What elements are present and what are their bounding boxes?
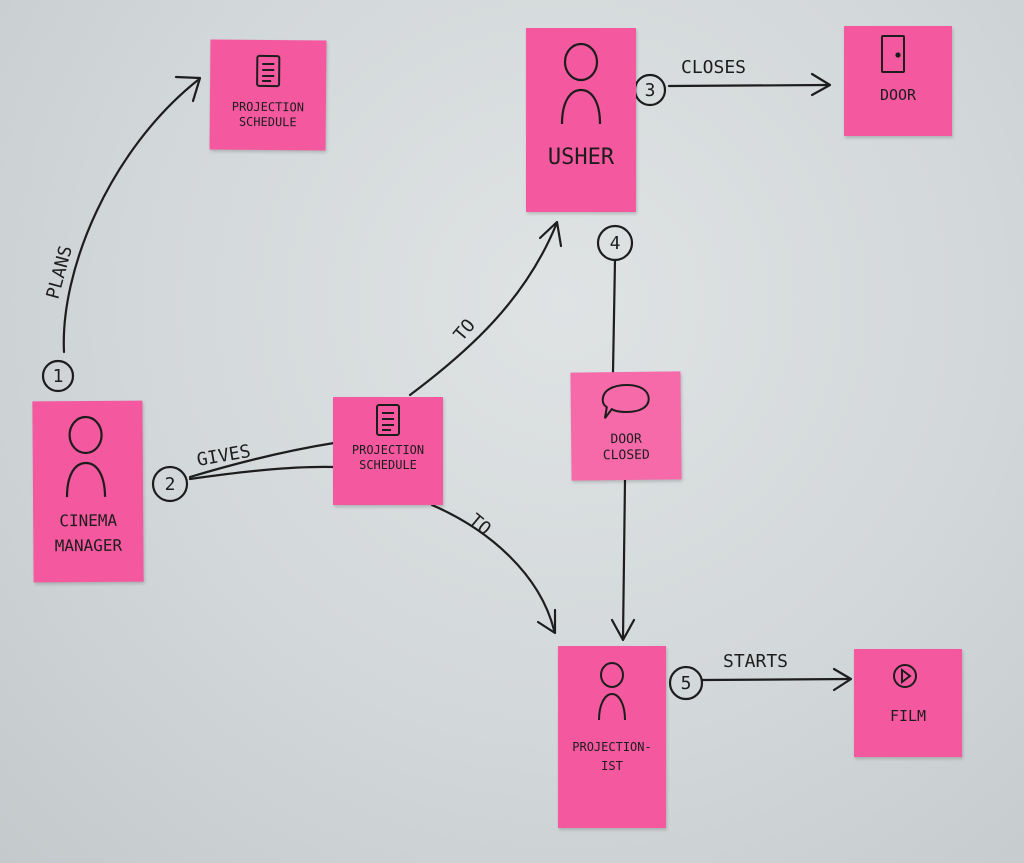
edge-label-to-projectionist: TO xyxy=(465,510,495,540)
step-circle-4 xyxy=(596,224,634,262)
person-icon xyxy=(598,662,626,721)
edge-label-closes: CLOSES xyxy=(681,57,746,78)
note-label: PROJECTION SCHEDULE xyxy=(351,443,425,472)
edge-label-plans: PLANS xyxy=(43,244,77,302)
edge-closes xyxy=(667,83,830,88)
edge-event-projectionist xyxy=(621,478,627,640)
arrowhead-plans xyxy=(174,75,202,103)
note-projectionist: PROJECTION- IST xyxy=(558,646,666,828)
step-circle-5 xyxy=(668,665,704,701)
note-projection-schedule-top: PROJECTION SCHEDULE xyxy=(209,39,327,151)
step-number-4: 4 xyxy=(610,233,621,254)
document-icon xyxy=(376,404,400,436)
step-number-2: 2 xyxy=(165,474,176,495)
door-icon xyxy=(881,35,905,73)
note-label: PROJECTION SCHEDULE xyxy=(231,99,305,130)
step-number-3: 3 xyxy=(645,80,656,101)
note-label: PROJECTION- IST xyxy=(572,740,652,774)
arrowhead-to-usher xyxy=(538,220,563,248)
step-circle-1 xyxy=(41,359,75,393)
note-projection-schedule-middle: PROJECTION SCHEDULE xyxy=(333,397,443,505)
person-icon xyxy=(560,42,602,125)
edge-label-gives: GIVES xyxy=(195,441,252,471)
note-label: USHER xyxy=(547,145,615,170)
note-door-closed: DOOR CLOSED xyxy=(570,371,682,481)
note-label: FILM xyxy=(889,707,927,725)
step-circle-2 xyxy=(151,465,189,503)
step-number-5: 5 xyxy=(681,673,692,694)
edge-to-usher xyxy=(408,223,558,397)
document-icon xyxy=(256,54,281,88)
edge-plans xyxy=(62,78,200,354)
edge-label-starts: STARTS xyxy=(723,651,788,672)
edge-to-projectionist xyxy=(430,503,556,632)
speech-bubble-icon xyxy=(601,383,650,419)
person-icon xyxy=(65,415,107,498)
play-icon xyxy=(893,664,917,688)
note-label: DOOR xyxy=(879,86,917,104)
note-cinema-manager: CINEMA MANAGER xyxy=(32,400,144,583)
step-number-1: 1 xyxy=(53,366,64,387)
edge-usher-event xyxy=(611,258,617,374)
arrowhead-starts xyxy=(832,667,853,692)
note-door: DOOR xyxy=(844,26,952,136)
arrowhead-closes xyxy=(810,72,832,97)
note-usher: USHER xyxy=(526,28,636,212)
arrowhead-event-projectionist xyxy=(610,618,636,642)
note-label: CINEMA MANAGER xyxy=(54,510,123,556)
edge-gives-upper xyxy=(188,441,336,479)
note-label: DOOR CLOSED xyxy=(602,431,650,464)
edge-gives-lower xyxy=(188,465,336,481)
arrowhead-to-projectionist xyxy=(536,608,557,635)
edge-starts xyxy=(701,677,852,682)
note-film: FILM xyxy=(854,649,962,757)
